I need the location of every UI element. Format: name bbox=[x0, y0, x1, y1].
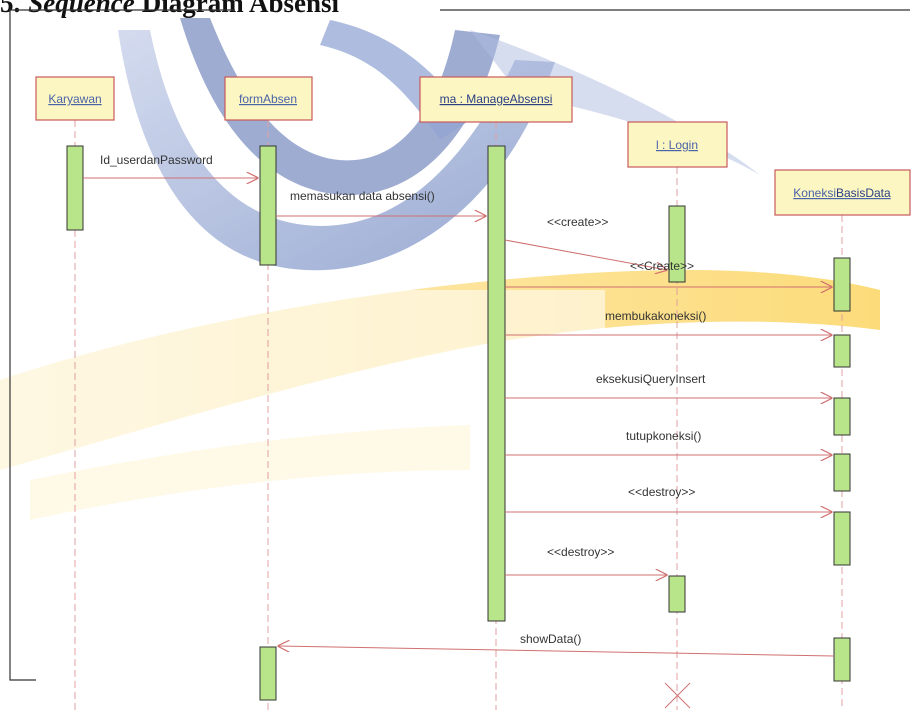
activation-formabsen-2 bbox=[259, 646, 277, 701]
msg-label-3: <<create>> bbox=[547, 215, 608, 229]
object-login: l : Login bbox=[627, 121, 728, 168]
msg-label-7: tutupkoneksi() bbox=[626, 429, 701, 443]
message-arrows bbox=[83, 178, 835, 657]
activation-login-2 bbox=[668, 575, 686, 613]
object-koneksibasisdata: KoneksiBasisData bbox=[774, 169, 911, 216]
msg-label-2: memasukan data absensi() bbox=[290, 189, 435, 203]
msg-label-4: <<Create>> bbox=[630, 259, 694, 273]
msg-arrow-10 bbox=[278, 646, 835, 657]
msg-label-9: <<destroy>> bbox=[547, 545, 614, 559]
object-karyawan: Karyawan bbox=[35, 76, 115, 121]
destroy-x-mark bbox=[664, 682, 691, 709]
object-login-label: l : Login bbox=[656, 138, 698, 152]
msg-label-5: membukakoneksi() bbox=[605, 309, 706, 323]
object-formabsen-label: formAbsen bbox=[239, 92, 297, 106]
msg-arrow-3 bbox=[504, 239, 667, 270]
activation-login-1 bbox=[668, 205, 686, 283]
object-formabsen: formAbsen bbox=[224, 76, 313, 121]
section-heading: 5. Sequence Diagram Absensi bbox=[0, 0, 339, 19]
activation-koneksi-2 bbox=[833, 334, 851, 368]
heading-number: 5. bbox=[0, 0, 21, 18]
msg-label-6: eksekusiQueryInsert bbox=[596, 372, 706, 386]
diagram-frame bbox=[9, 9, 910, 681]
object-karyawan-label: Karyawan bbox=[48, 92, 101, 106]
message-labels: Id_userdanPassword memasukan data absens… bbox=[100, 153, 706, 646]
msg-label-10: showData() bbox=[520, 632, 581, 646]
heading-italic-word: Sequence bbox=[28, 0, 135, 18]
msg-label-1: Id_userdanPassword bbox=[100, 153, 213, 167]
msg-label-8: <<destroy>> bbox=[628, 485, 695, 499]
activation-koneksi-4 bbox=[833, 453, 851, 492]
activation-koneksi-6 bbox=[833, 637, 851, 682]
watermark-wash bbox=[0, 290, 605, 528]
object-koneksi-label-part2: BasisData bbox=[836, 186, 891, 200]
object-manageabsensi: ma : ManageAbsensi bbox=[419, 76, 573, 123]
object-koneksi-label-part1: Koneksi bbox=[793, 186, 836, 200]
svg-text:KoneksiBasisData: KoneksiBasisData bbox=[793, 186, 891, 200]
activation-manageabsensi bbox=[487, 145, 506, 622]
activation-koneksi-5 bbox=[833, 511, 851, 566]
activation-koneksi-1 bbox=[833, 257, 851, 312]
activation-bars bbox=[66, 145, 851, 701]
heading-rest: Diagram Absensi bbox=[141, 0, 340, 18]
activation-koneksi-3 bbox=[833, 397, 851, 436]
activation-karyawan bbox=[66, 145, 84, 231]
object-manageabsensi-label: ma : ManageAbsensi bbox=[440, 92, 553, 106]
activation-formabsen-1 bbox=[259, 145, 277, 266]
